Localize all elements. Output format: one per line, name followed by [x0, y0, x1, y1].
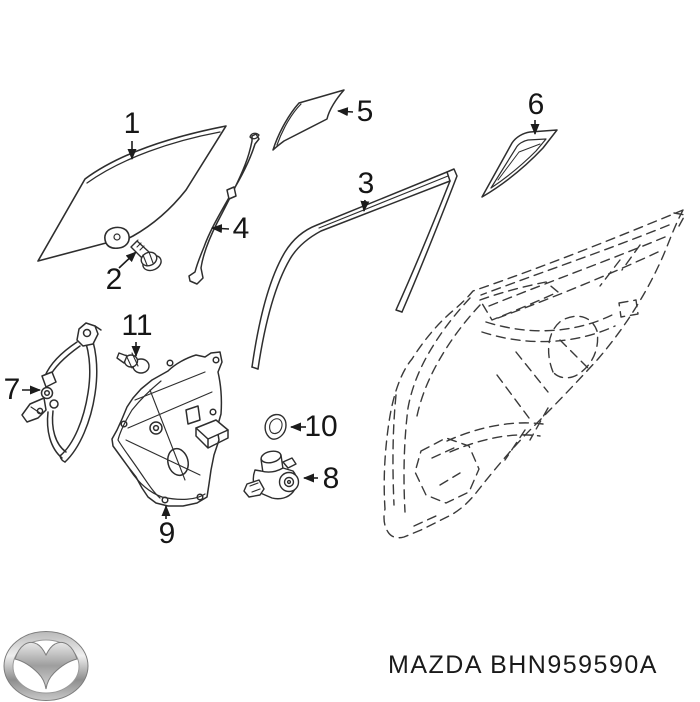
callout-label-10: 10 [304, 410, 338, 443]
part-3-glass-run-channel [251, 168, 458, 370]
part-8-window-motor [243, 450, 300, 500]
part-6-quarter-glass [481, 129, 558, 198]
callout-label-11: 11 [121, 309, 153, 342]
callout-label-1: 1 [123, 107, 141, 140]
callout-label-4: 4 [232, 212, 250, 245]
mazda-emblem-graphic [3, 631, 89, 701]
arrow-5 [337, 107, 354, 117]
part-2-glass-bolt [130, 239, 162, 272]
callout-label-5: 5 [356, 95, 374, 128]
arrow-2 [118, 251, 137, 269]
mazda-logo [1, 627, 101, 702]
callout-label-7: 7 [3, 373, 21, 406]
callout-label-6: 6 [527, 88, 545, 121]
part-10-grommet [264, 413, 287, 440]
arrow-4 [211, 224, 230, 234]
callout-label-8: 8 [322, 462, 340, 495]
part-5-fixed-glass [249, 89, 345, 151]
part-9-door-module-panel [111, 351, 229, 507]
part-4-run-channel-strip [188, 133, 260, 285]
callout-label-2: 2 [105, 263, 123, 296]
door-shell-outline [383, 209, 686, 539]
callout-arrows [22, 107, 540, 519]
callout-label-9: 9 [158, 517, 176, 550]
callout-label-3: 3 [357, 167, 375, 200]
part-number-text: MAZDA BHN959590A [388, 651, 658, 679]
part-11-clip [116, 352, 150, 374]
arrow-3 [360, 199, 370, 212]
exploded-parts-drawing [21, 89, 686, 539]
part-7-window-regulator [21, 322, 102, 463]
